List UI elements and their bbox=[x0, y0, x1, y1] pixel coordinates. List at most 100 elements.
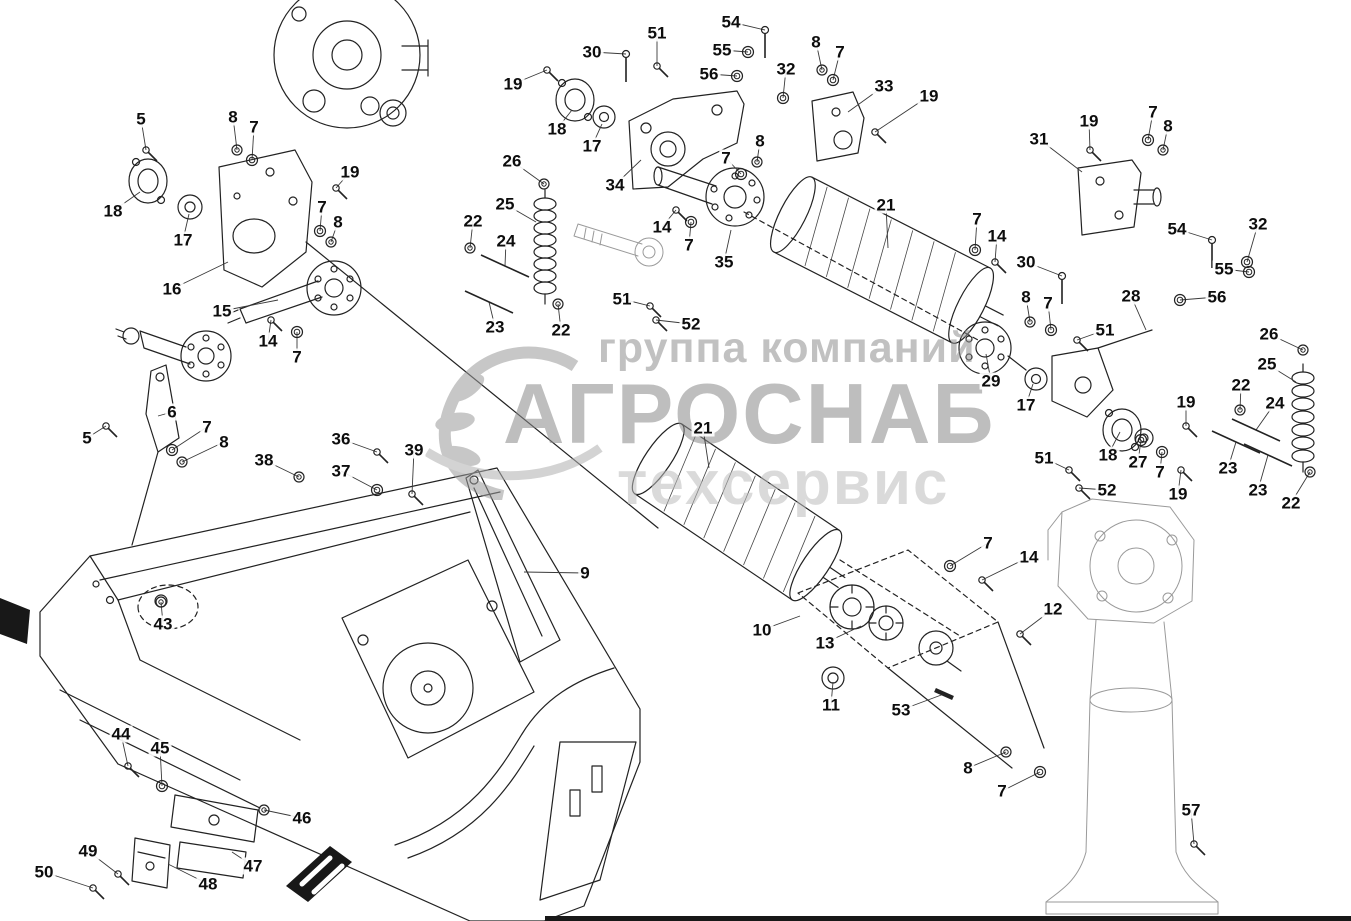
fastener-glyph-nut bbox=[155, 596, 167, 608]
fastener-glyph-screw bbox=[978, 576, 994, 592]
frame-right-plate bbox=[539, 741, 637, 901]
fastener-glyph-nut bbox=[464, 242, 476, 254]
part-callout-34: 34 bbox=[603, 175, 627, 195]
fastener-glyph-rod bbox=[1243, 443, 1293, 467]
fastener-glyph-washer bbox=[370, 483, 384, 497]
part-callout-21: 21 bbox=[874, 195, 898, 215]
part-callout-22: 22 bbox=[1229, 375, 1253, 395]
fastener-glyph-washer bbox=[943, 559, 957, 573]
part-callout-46: 46 bbox=[290, 808, 314, 828]
part-callout-51: 51 bbox=[645, 23, 669, 43]
fastener-glyph-washer bbox=[734, 167, 748, 181]
part-callout-15: 15 bbox=[210, 301, 234, 321]
part-callout-9: 9 bbox=[578, 563, 592, 583]
part-callout-14: 14 bbox=[650, 217, 674, 237]
part-callout-8: 8 bbox=[226, 107, 240, 127]
fastener-glyph-screw bbox=[1075, 484, 1091, 500]
fastener-glyph-nut bbox=[176, 456, 188, 468]
left-edge-tab bbox=[0, 598, 30, 644]
part-callout-30: 30 bbox=[1014, 252, 1038, 272]
part-callout-47: 47 bbox=[241, 856, 265, 876]
fastener-glyph-washer bbox=[1134, 433, 1148, 447]
fastener-glyph-nut bbox=[751, 156, 763, 168]
fastener-glyph-nut bbox=[1304, 466, 1316, 478]
fastener-glyph-screw bbox=[142, 146, 158, 162]
part-callout-38: 38 bbox=[252, 450, 276, 470]
direction-arrow-decal bbox=[286, 846, 352, 902]
part-callout-22: 22 bbox=[1279, 493, 1303, 513]
part-callout-32: 32 bbox=[774, 59, 798, 79]
fastener-glyph-washer bbox=[826, 73, 840, 87]
coupling-assembly-10-13 bbox=[797, 549, 999, 672]
part-callout-14: 14 bbox=[256, 331, 280, 351]
part-callout-7: 7 bbox=[290, 347, 304, 367]
part-callout-24: 24 bbox=[494, 231, 518, 251]
part-callout-49: 49 bbox=[76, 841, 100, 861]
part-callout-26: 26 bbox=[500, 151, 524, 171]
part-callout-8: 8 bbox=[1019, 287, 1033, 307]
fastener-glyph-screw bbox=[646, 302, 662, 318]
part-callout-56: 56 bbox=[697, 64, 721, 84]
conditioner-roller-21-bottom bbox=[631, 422, 846, 602]
leader-line-9 bbox=[523, 571, 586, 574]
mount-plate-33 bbox=[811, 91, 865, 162]
part-callout-7: 7 bbox=[981, 533, 995, 553]
part-callout-54: 54 bbox=[1165, 219, 1189, 239]
part-callout-25: 25 bbox=[1255, 354, 1279, 374]
part-callout-22: 22 bbox=[549, 320, 573, 340]
fastener-glyph-nut bbox=[816, 64, 828, 76]
fastener-glyph-washer bbox=[741, 45, 755, 59]
part-callout-5: 5 bbox=[134, 109, 148, 129]
fastener-glyph-screw bbox=[653, 62, 669, 78]
bearing-17-right bbox=[1024, 367, 1048, 391]
fastener-glyph-nut bbox=[231, 144, 243, 156]
part-callout-12: 12 bbox=[1041, 599, 1065, 619]
fastener-glyph-nut bbox=[1024, 316, 1036, 328]
fastener-glyph-screw bbox=[1016, 630, 1032, 646]
bearing-17-left bbox=[177, 194, 203, 220]
part-callout-32: 32 bbox=[1246, 214, 1270, 234]
fastener-glyph-washer bbox=[313, 224, 327, 238]
fastener-glyph-washer bbox=[1173, 293, 1187, 307]
part-callout-7: 7 bbox=[682, 235, 696, 255]
fastener-glyph-nut bbox=[1234, 404, 1246, 416]
fastener-glyph-screw bbox=[89, 884, 105, 900]
part-callout-26: 26 bbox=[1257, 324, 1281, 344]
mount-bracket-34 bbox=[628, 90, 745, 190]
fastener-glyph-washer bbox=[245, 153, 259, 167]
part-callout-7: 7 bbox=[1146, 102, 1160, 122]
fastener-glyph-screw bbox=[124, 762, 140, 778]
bottom-bracket-46-47-48 bbox=[131, 794, 259, 889]
part-callout-19: 19 bbox=[917, 86, 941, 106]
pivot-bracket-28 bbox=[1051, 329, 1153, 418]
part-callout-39: 39 bbox=[402, 440, 426, 460]
part-callout-8: 8 bbox=[331, 212, 345, 232]
fastener-glyph-washer bbox=[776, 91, 790, 105]
part-callout-23: 23 bbox=[483, 317, 507, 337]
part-callout-8: 8 bbox=[1161, 116, 1175, 136]
image-bottom-edge bbox=[545, 916, 1351, 921]
part-callout-55: 55 bbox=[710, 40, 734, 60]
part-callout-36: 36 bbox=[329, 429, 353, 449]
fastener-glyph-rod bbox=[1211, 430, 1261, 454]
part-callout-55: 55 bbox=[1212, 259, 1236, 279]
fastener-glyph-screw bbox=[543, 66, 559, 82]
part-callout-7: 7 bbox=[995, 781, 1009, 801]
fastener-glyph-washer bbox=[730, 69, 744, 83]
fastener-glyph-screw bbox=[1177, 466, 1193, 482]
fastener-glyph-washer bbox=[165, 443, 179, 457]
part-callout-11: 11 bbox=[820, 695, 842, 715]
part-callout-7: 7 bbox=[247, 117, 261, 137]
fastener-glyph-washer bbox=[155, 779, 169, 793]
part-callout-6: 6 bbox=[165, 402, 179, 422]
part-callout-8: 8 bbox=[217, 432, 231, 452]
support-arm-6 bbox=[131, 364, 180, 546]
part-callout-8: 8 bbox=[809, 32, 823, 52]
part-callout-51: 51 bbox=[1032, 448, 1056, 468]
fastener-glyph-washer bbox=[1242, 265, 1256, 279]
fastener-glyph-screw bbox=[1086, 146, 1102, 162]
part-callout-14: 14 bbox=[1017, 547, 1041, 567]
axle-lower-left bbox=[115, 327, 232, 382]
